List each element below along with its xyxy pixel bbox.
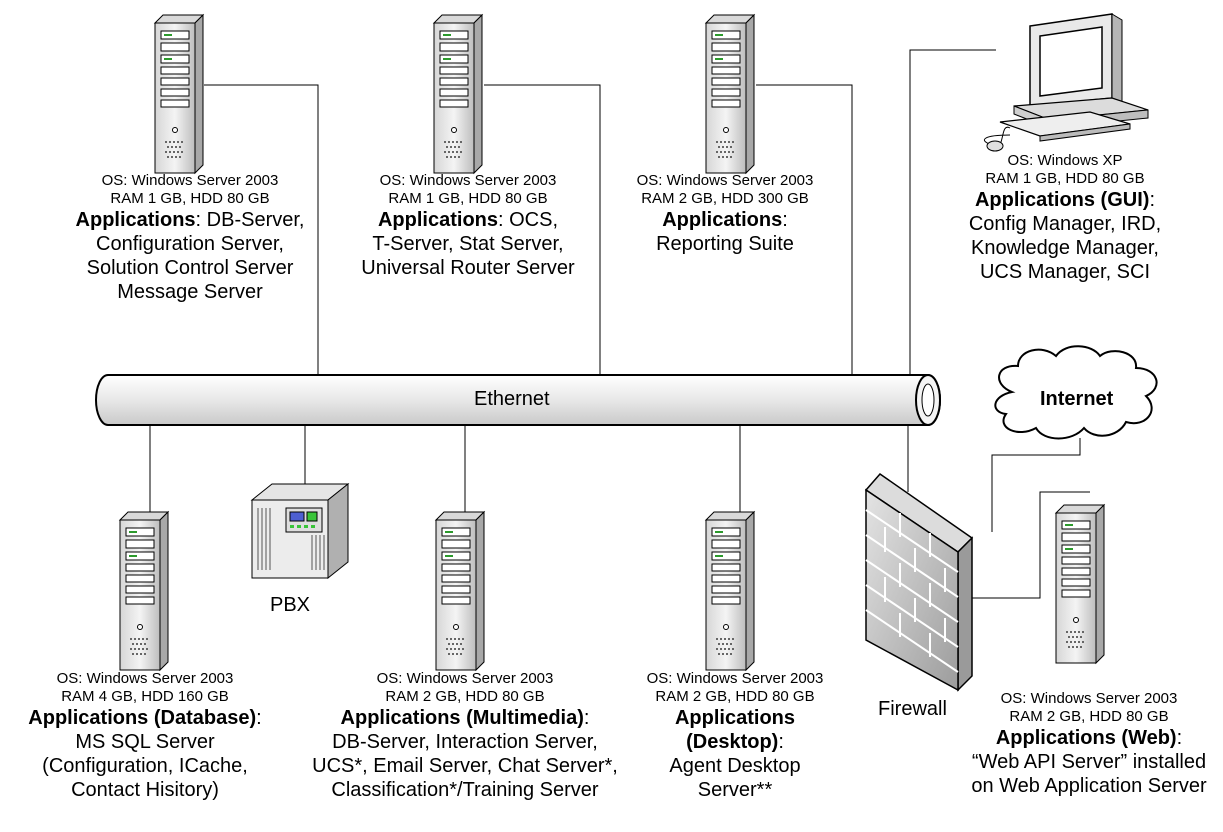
applications-title: Applications (Multimedia): [340, 707, 584, 729]
applications-title: Applications: [674, 707, 795, 729]
applications-title: Applications (Database): [28, 707, 257, 729]
applications-suffix: : OCS,: [498, 209, 559, 231]
os-label: OS: Windows Server 2003: [379, 172, 557, 189]
hardware-label: RAM 1 GB, HDD 80 GB: [110, 190, 270, 207]
os-label: OS: Windows Server 2003: [1000, 690, 1178, 707]
link-voice: [484, 84, 601, 375]
app-line: DB-Server, Interaction Server,: [332, 731, 598, 753]
app-line: Universal Router Server: [361, 257, 575, 279]
os-label: OS: Windows Server 2003: [56, 670, 234, 687]
hardware-label: RAM 4 GB, HDD 160 GB: [61, 688, 229, 705]
app-line: MS SQL Server: [75, 731, 215, 753]
link-reporting: [756, 84, 853, 375]
hardware-label: RAM 2 GB, HDD 80 GB: [385, 688, 545, 705]
applications-line: Applications:: [610, 208, 840, 232]
connection-lines: [149, 49, 1090, 599]
applications-line: Applications (Multimedia):: [290, 706, 640, 730]
applications-title: Applications (Web): [995, 727, 1177, 749]
applications-suffix: : DB-Server,: [195, 209, 305, 231]
desktop-server-icon: [705, 511, 755, 671]
hardware-label: RAM 2 GB, HDD 80 GB: [1009, 708, 1169, 725]
hardware-label: RAM 1 GB, HDD 80 GB: [388, 190, 548, 207]
voice-server-icon: [433, 14, 483, 174]
os-label: OS: Windows Server 2003: [376, 670, 554, 687]
firewall-icon: [864, 473, 974, 692]
applications-suffix: :: [256, 707, 262, 729]
database-server-info: OS: Windows Server 2003 RAM 4 GB, HDD 16…: [0, 670, 290, 802]
applications-line: Applications: [620, 706, 850, 730]
applications-suffix: :: [778, 731, 784, 753]
multimedia-server-icon: [435, 511, 485, 671]
hardware-label: RAM 2 GB, HDD 80 GB: [655, 688, 815, 705]
os-label: OS: Windows Server 2003: [636, 172, 814, 189]
applications-line: Applications (GUI):: [940, 188, 1190, 212]
desktop-server-info: OS: Windows Server 2003 RAM 2 GB, HDD 80…: [620, 670, 850, 802]
app-line: Agent Desktop: [669, 755, 801, 777]
workstation-icon: [983, 13, 1149, 152]
applications-line: Applications (Web):: [955, 726, 1223, 750]
link-internet: [991, 438, 1081, 532]
gui-workstation-info: OS: Windows XP RAM 1 GB, HDD 80 GB Appli…: [940, 152, 1190, 284]
reporting-server-icon: [705, 14, 755, 174]
pbx-icon: [250, 482, 350, 580]
applications-line: Applications: DB-Server,: [30, 208, 350, 232]
os-label: OS: Windows Server 2003: [101, 172, 279, 189]
applications-suffix: :: [1176, 727, 1183, 749]
hardware-label: RAM 1 GB, HDD 80 GB: [985, 170, 1145, 187]
applications-suffix: :: [782, 209, 788, 231]
pbx-label: PBX: [270, 594, 311, 616]
internet-cloud-icon: [994, 345, 1158, 440]
applications-title: Applications: [75, 209, 196, 231]
applications-line: Applications (Database):: [0, 706, 290, 730]
app-line: Knowledge Manager,: [971, 237, 1159, 259]
link-gui: [909, 49, 996, 375]
applications-suffix: :: [583, 707, 590, 729]
app-line: T-Server, Stat Server,: [372, 233, 564, 255]
app-line: Message Server: [117, 281, 263, 303]
framework-server-info: OS: Windows Server 2003 RAM 1 GB, HDD 80…: [30, 172, 350, 304]
app-line: Reporting Suite: [656, 233, 794, 255]
link-web: [968, 491, 1090, 599]
app-line: Solution Control Server: [86, 257, 294, 279]
applications-line-2: (Desktop):: [620, 730, 850, 754]
ethernet-label: Ethernet: [474, 388, 550, 410]
applications-title: Applications: [662, 209, 783, 231]
framework-server-icon: [154, 14, 204, 174]
applications-title-2: (Desktop): [686, 731, 779, 753]
voice-server-info: OS: Windows Server 2003 RAM 1 GB, HDD 80…: [318, 172, 618, 280]
internet-label: Internet: [1040, 388, 1114, 410]
os-label: OS: Windows Server 2003: [646, 670, 824, 687]
database-server-icon: [119, 511, 169, 671]
multimedia-server-info: OS: Windows Server 2003 RAM 2 GB, HDD 80…: [290, 670, 640, 802]
app-line: Configuration Server,: [96, 233, 284, 255]
applications-suffix: :: [1149, 189, 1155, 211]
app-line: Contact Hisitory): [71, 779, 219, 801]
applications-title: Applications: [377, 209, 498, 231]
applications-line: Applications: OCS,: [318, 208, 618, 232]
app-line: UCS*, Email Server, Chat Server*,: [312, 755, 618, 777]
firewall-label: Firewall: [878, 698, 947, 720]
web-server-icon: [1055, 504, 1105, 664]
app-line: UCS Manager, SCI: [979, 261, 1151, 283]
hardware-label: RAM 2 GB, HDD 300 GB: [641, 190, 809, 207]
os-label: OS: Windows XP: [1007, 152, 1123, 169]
link-framework: [204, 84, 319, 375]
app-line: Classification*/Training Server: [331, 779, 599, 801]
app-line: “Web API Server” installed: [971, 751, 1207, 773]
web-server-info: OS: Windows Server 2003 RAM 2 GB, HDD 80…: [955, 690, 1223, 798]
app-line: Server**: [697, 779, 773, 801]
app-line: (Configuration, ICache,: [42, 755, 248, 777]
reporting-server-info: OS: Windows Server 2003 RAM 2 GB, HDD 30…: [610, 172, 840, 256]
app-line: Config Manager, IRD,: [968, 213, 1162, 235]
ethernet-bus: [95, 374, 941, 426]
applications-title: Applications (GUI): [974, 189, 1150, 211]
app-line: on Web Application Server: [971, 775, 1207, 797]
